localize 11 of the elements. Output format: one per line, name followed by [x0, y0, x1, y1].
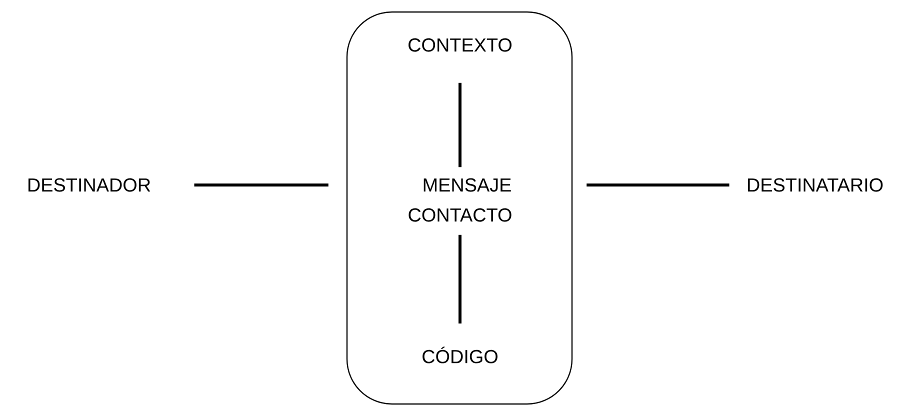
text-label: DESTINADOR	[28, 178, 150, 192]
connector-line	[458, 82, 462, 168]
text-label: CÓDIGO	[422, 346, 498, 364]
text-label: MENSAJE	[424, 178, 511, 192]
text-label: CONTEXTO	[408, 38, 512, 52]
connector-line	[194, 184, 328, 186]
rounded-box	[346, 11, 573, 405]
connector-line	[458, 234, 462, 324]
text-label: DESTINATARIO	[748, 178, 883, 192]
connector-line	[586, 184, 730, 186]
text-label: CONTACTO	[408, 208, 512, 222]
